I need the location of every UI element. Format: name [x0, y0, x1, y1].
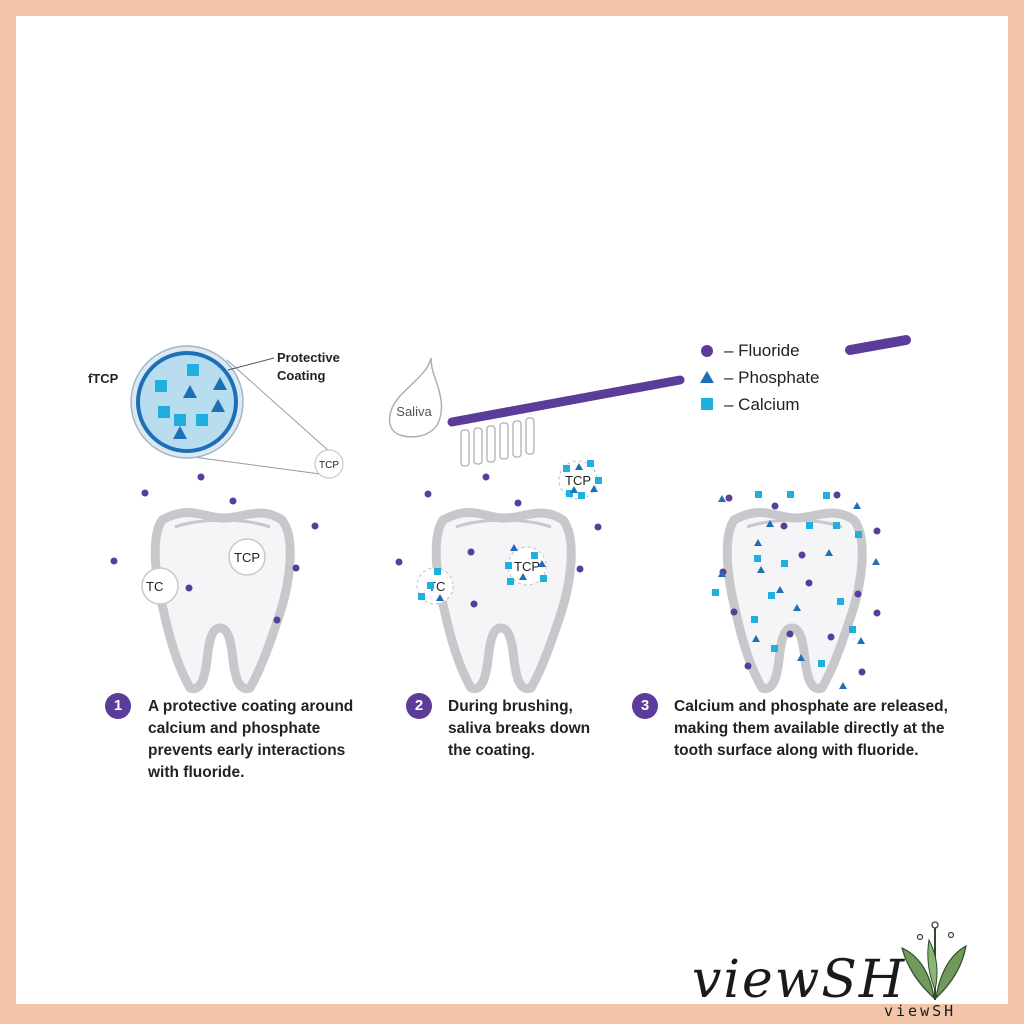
legend-symbols — [700, 345, 714, 410]
tooth-1-fluoride-dots — [110, 473, 319, 624]
tcp-label-small: TCP — [319, 460, 339, 471]
tcp-particle-tooth1 — [228, 538, 266, 576]
tooth-1-outline — [150, 508, 295, 694]
tooth-2-fluoride-dots — [395, 473, 602, 608]
protective-coating-ring — [136, 351, 238, 453]
tooth-1: TCP TC — [141, 508, 295, 694]
tcp-label-tooth1: TCP — [234, 550, 260, 565]
calcium-square — [187, 364, 199, 376]
phosphate-triangle — [173, 426, 187, 439]
phosphate-triangle — [211, 399, 225, 412]
calcium-square — [158, 406, 170, 418]
legend-phosphate: – Phosphate — [700, 366, 819, 390]
zoom-line-top — [226, 359, 331, 453]
coating-pointer-line — [227, 357, 275, 371]
toothbrush-icon — [447, 335, 911, 467]
watermark-main: viewSH — [692, 950, 907, 1010]
tooth-3-fluoride-dots — [719, 491, 881, 676]
tooth-2-crown-line — [455, 518, 552, 529]
step-3-line-2: making them available directly at the — [674, 720, 945, 737]
tcp-label-breaking-top: TCP — [565, 473, 591, 488]
tooth-3-calcium-squares — [712, 491, 862, 667]
tooth-3-phosphate-triangles — [718, 495, 880, 689]
step-2-caption: During brushing, saliva breaks down the … — [448, 696, 590, 762]
ftcp-calcium-squares — [155, 364, 208, 426]
step-2-line-3: the coating. — [448, 742, 535, 759]
legend-calcium-label: – Calcium — [724, 395, 800, 414]
ftcp-particle-zoom: TCP Protective Coating fTCP — [88, 345, 344, 479]
tooth-2-released-ions — [418, 460, 602, 601]
phosphate-triangle — [183, 385, 197, 398]
toothbrush-bristles — [460, 417, 535, 467]
tc-label-tooth1: TC — [146, 579, 163, 594]
tooth-1-crown-line — [174, 518, 271, 529]
fluoride-legend-icon — [701, 345, 713, 357]
step-1-line-1: A protective coating around — [148, 698, 354, 715]
step-1-badge: 1 — [105, 693, 131, 719]
saliva-droplet: Saliva — [388, 357, 443, 438]
toothbrush-handle-end — [845, 335, 911, 355]
calcium-square — [174, 414, 186, 426]
legend-fluoride-label: – Fluoride — [724, 341, 800, 360]
legend-fluoride: – Fluoride — [700, 339, 800, 363]
step-3-line-1: Calcium and phosphate are released, — [674, 698, 948, 715]
tooth-2-outline — [431, 508, 576, 694]
legend-phosphate-label: – Phosphate — [724, 368, 820, 387]
toothbrush-handle — [447, 375, 685, 427]
tcp-particle-small — [314, 449, 344, 479]
protective-coating-label: Protective — [277, 350, 340, 365]
zoom-line-bottom — [185, 455, 321, 475]
step-1-line-3: prevents early interactions — [148, 742, 346, 759]
phosphate-legend-icon — [700, 371, 714, 383]
step-3-badge: 3 — [632, 693, 658, 719]
legend-calcium: – Calcium — [700, 393, 800, 417]
phosphate-triangle — [213, 377, 227, 390]
step-3-line-3: tooth surface along with fluoride. — [674, 742, 919, 759]
ftcp-label: fTCP — [88, 371, 119, 386]
step-3-caption: Calcium and phosphate are released, maki… — [674, 696, 948, 762]
step-2-badge: 2 — [406, 693, 432, 719]
leaf-icon — [901, 921, 967, 1000]
step-1-line-4: with fluoride. — [148, 764, 245, 781]
tc-particle-tooth1 — [141, 567, 179, 605]
protective-coating-label-line2: Coating — [277, 368, 325, 383]
step-1-line-2: calcium and phosphate — [148, 720, 321, 737]
droplet-icon — [388, 357, 443, 438]
step-2-line-2: saliva breaks down — [448, 720, 591, 737]
calcium-square — [155, 380, 167, 392]
ftcp-phosphate-triangles — [173, 377, 227, 439]
watermark-small: viewSH — [884, 1002, 957, 1020]
saliva-label: Saliva — [396, 404, 432, 419]
calcium-legend-icon — [701, 398, 713, 410]
calcium-square — [196, 414, 208, 426]
tcp-label-breaking-tooth: TCP — [514, 559, 540, 574]
step-2-line-1: During brushing, — [448, 698, 573, 715]
step-1-caption: A protective coating around calcium and … — [148, 696, 353, 784]
